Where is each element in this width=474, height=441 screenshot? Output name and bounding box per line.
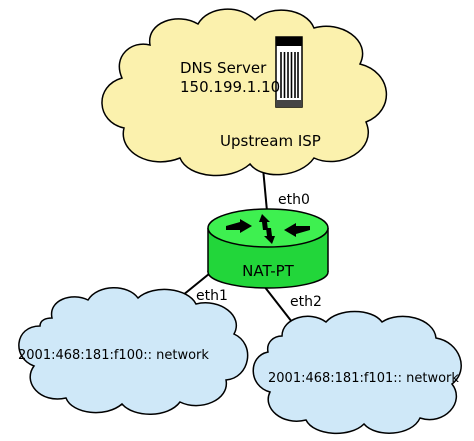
dns-server-label: DNS Server — [180, 59, 267, 77]
router-label: NAT-PT — [242, 262, 295, 280]
upstream-isp-label: Upstream ISP — [220, 132, 321, 150]
dns-server-ip: 150.199.1.10 — [180, 78, 280, 96]
left-network-cloud — [18, 287, 249, 415]
eth0-label: eth0 — [278, 192, 310, 208]
right-network-label: 2001:468:181:f101:: network — [268, 371, 459, 386]
upstream-isp-cloud — [101, 8, 388, 177]
right-network-cloud — [252, 310, 462, 435]
eth2-label: eth2 — [290, 294, 322, 310]
server-tower-icon — [275, 36, 303, 108]
link-router-right — [263, 285, 293, 323]
eth1-label: eth1 — [196, 288, 228, 304]
router-icon — [207, 208, 329, 289]
left-network-label: 2001:468:181:f100:: network — [18, 348, 209, 363]
